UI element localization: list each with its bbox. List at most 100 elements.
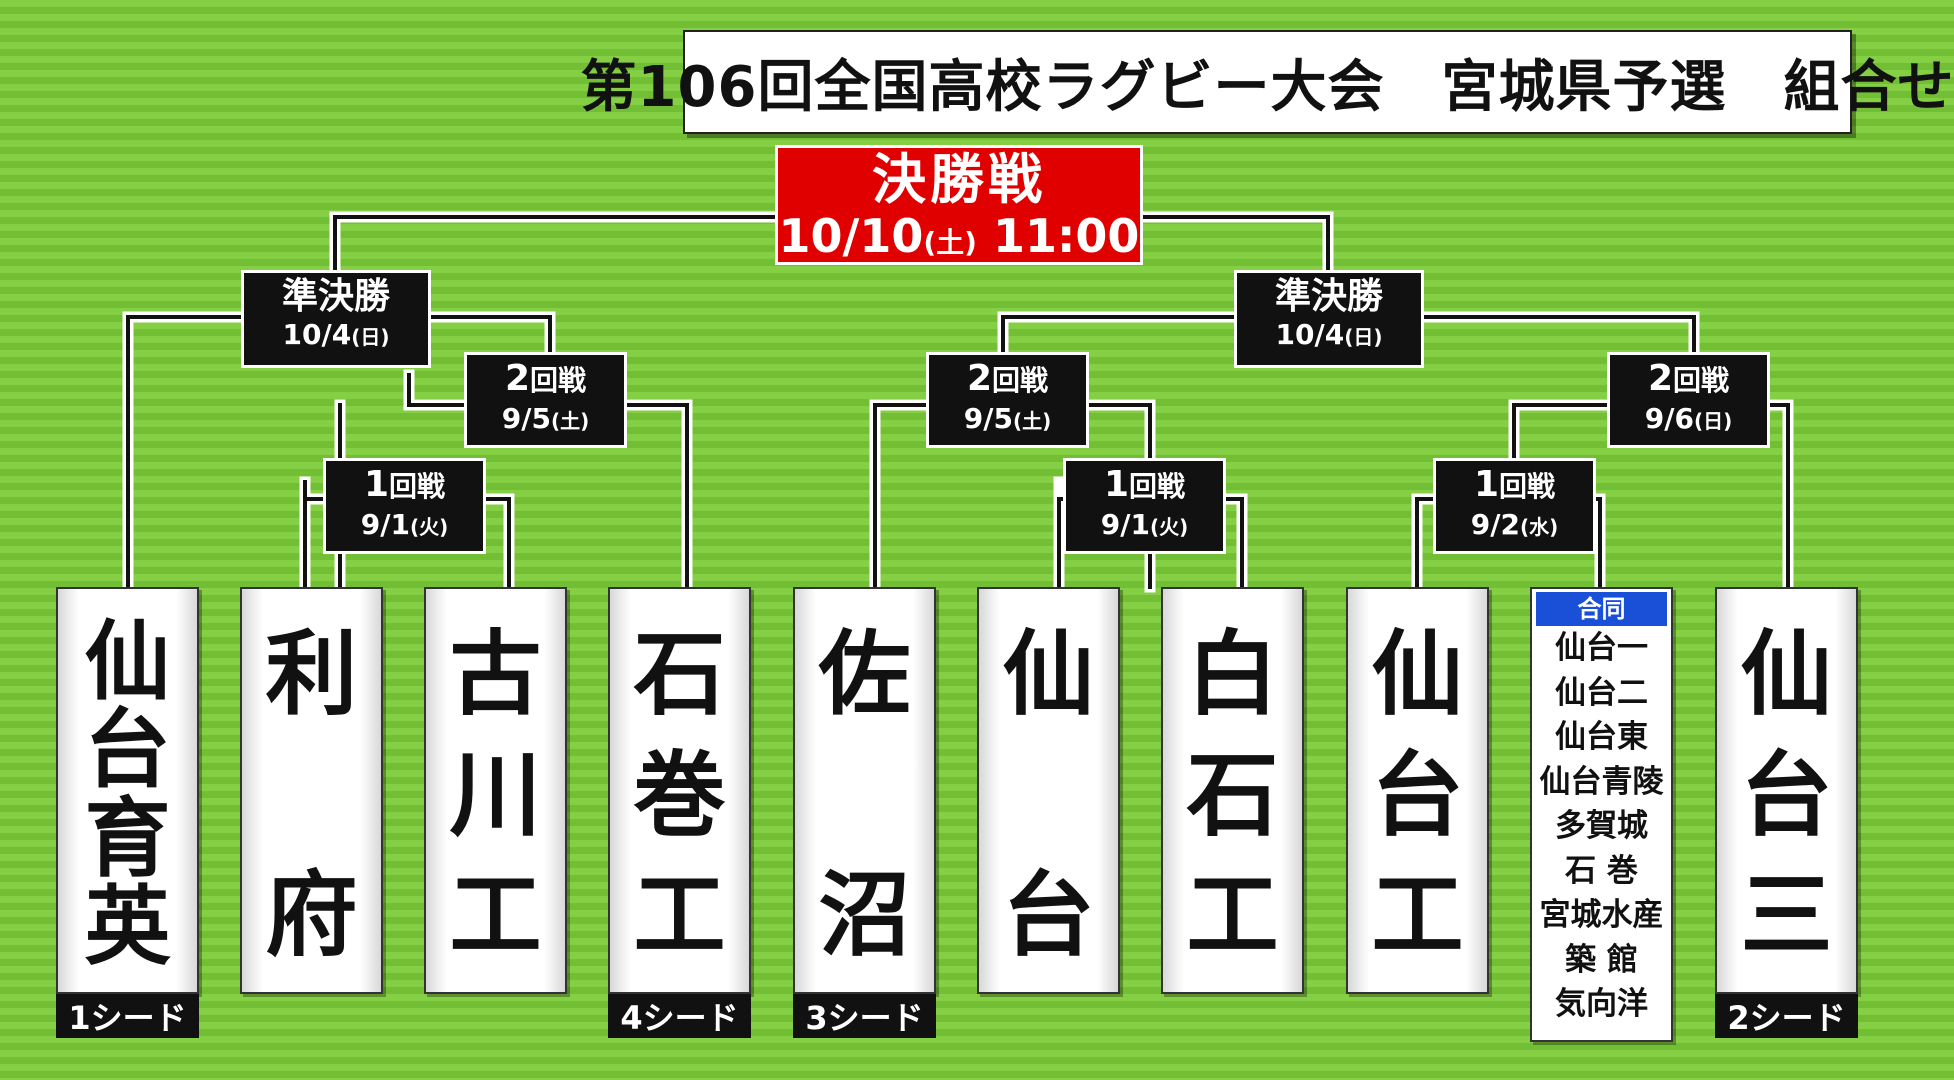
round-suffix: 回戦 — [1673, 364, 1730, 397]
team-card-sendai-ko: 仙 台 工 — [1346, 587, 1489, 994]
round-date: 9/1(火) — [1066, 509, 1223, 543]
round-date: 9/5(土) — [467, 403, 624, 437]
round2-c-box: 2回戦 9/6(日) — [1607, 352, 1770, 448]
team-name-char: 仙 — [1002, 621, 1095, 728]
team-name-char: 沼 — [818, 862, 911, 969]
final-dow: (土) — [923, 226, 977, 259]
round-dow: (日) — [351, 325, 390, 349]
team-card-sendai-san: 仙 台 三 — [1715, 587, 1858, 994]
team-name-char: 三 — [1740, 862, 1833, 969]
round-date-value: 9/2 — [1470, 508, 1520, 541]
team-name-char: 工 — [1186, 862, 1279, 969]
final-datetime: 10/10(土) 11:00 — [778, 210, 1140, 269]
round-number: 1 — [363, 464, 390, 505]
round-label: 準決勝 — [1274, 276, 1383, 317]
team-name-char: 仙 — [1371, 621, 1464, 728]
round-label: 2回戦 — [929, 357, 1086, 403]
team-name-char: 英 — [84, 876, 171, 977]
round-label: 1回戦 — [1066, 463, 1223, 509]
team-name-char: 古 — [449, 621, 542, 728]
round2-a-box: 2回戦 9/5(土) — [464, 352, 627, 448]
final-date: 10/10 — [778, 209, 924, 263]
semifinal-left-box: 準決勝 10/4(日) — [241, 270, 431, 368]
round-date-value: 9/1 — [1100, 508, 1150, 541]
final-time: 11:00 — [993, 209, 1140, 263]
joint-team-member: 石 巻 — [1565, 852, 1638, 889]
final-label: 決勝戦 — [872, 148, 1046, 211]
team-name-char: 育 — [84, 788, 171, 889]
round-suffix: 回戦 — [1499, 470, 1556, 503]
round-suffix: 回戦 — [530, 364, 587, 397]
round-suffix: 回戦 — [1129, 470, 1186, 503]
team-name-char: 石 — [633, 621, 726, 728]
round-date: 9/2(水) — [1436, 509, 1593, 543]
round-date: 9/6(日) — [1610, 403, 1767, 437]
round-date-value: 9/5 — [501, 402, 551, 435]
round-dow: (土) — [1012, 409, 1052, 433]
joint-team-card: 合同 仙台一 仙台二 仙台東 仙台青陵 多賀城 石 巻 宮城水産 築 館 気向洋 — [1530, 587, 1673, 1042]
round2-b-box: 2回戦 9/5(土) — [926, 352, 1089, 448]
round-number: 1 — [1103, 464, 1130, 505]
round-suffix: 回戦 — [389, 470, 446, 503]
round-label: 1回戦 — [1436, 463, 1593, 509]
round-label: 2回戦 — [467, 357, 624, 403]
team-name-char: 工 — [449, 862, 542, 969]
round-suffix: 回戦 — [992, 364, 1049, 397]
team-name-char: 工 — [1371, 862, 1464, 969]
round-label: 2回戦 — [1610, 357, 1767, 403]
joint-team-member: 気向洋 — [1555, 986, 1648, 1022]
seed-badge: 3シード — [793, 994, 936, 1038]
round-dow: (水) — [1519, 515, 1559, 539]
team-name-char: 巻 — [633, 741, 726, 849]
joint-team-member: 仙台東 — [1555, 719, 1648, 755]
round-number: 2 — [504, 358, 531, 399]
team-name-char: 台 — [84, 700, 171, 801]
team-card-rifu: 利 府 — [240, 587, 383, 994]
joint-team-badge: 合同 — [1536, 592, 1667, 626]
joint-team-member: 仙台一 — [1555, 630, 1648, 666]
page-title: 第106回全国高校ラグビー大会 宮城県予選 組合せ — [581, 30, 1953, 134]
round-date-value: 9/5 — [963, 402, 1013, 435]
round-dow: (日) — [1344, 325, 1383, 349]
round-date: 9/1(火) — [326, 509, 483, 543]
team-name-char: 川 — [449, 741, 542, 849]
team-name-char: 工 — [633, 862, 726, 969]
round-dow: (土) — [550, 409, 590, 433]
joint-team-member: 多賀城 — [1555, 808, 1648, 844]
team-name-char: 利 — [265, 621, 358, 728]
round-number: 2 — [966, 358, 993, 399]
team-name-char: 台 — [1371, 741, 1464, 849]
round-label: 準決勝 — [281, 276, 390, 317]
seed-badge: 1シード — [56, 994, 199, 1038]
team-name-char: 石 — [1186, 741, 1279, 849]
team-name-char: 台 — [1002, 862, 1095, 969]
round-dow: (日) — [1693, 409, 1733, 433]
round-date: 10/4(日) — [244, 319, 428, 353]
seed-badge: 2シード — [1715, 994, 1858, 1038]
round-dow: (火) — [1149, 515, 1189, 539]
team-card-sendai-ikuei: 仙 台 育 英 — [56, 587, 199, 994]
round-date: 9/5(土) — [929, 403, 1086, 437]
joint-team-member: 宮城水産 — [1539, 897, 1664, 933]
final-match-box: 決勝戦 10/10(土) 11:00 — [775, 145, 1143, 265]
joint-team-member: 築 館 — [1565, 941, 1638, 978]
round-date-value: 9/1 — [360, 508, 410, 541]
team-name-char: 仙 — [84, 612, 171, 712]
team-card-ishinomaki-ko: 石 巻 工 — [608, 587, 751, 994]
round1-c-box: 1回戦 9/2(水) — [1433, 458, 1596, 554]
team-card-sendai: 仙 台 — [977, 587, 1120, 994]
team-name-char: 白 — [1186, 621, 1279, 728]
round-label: 1回戦 — [326, 463, 483, 509]
joint-team-member: 仙台青陵 — [1539, 763, 1664, 800]
team-card-sanuma: 佐 沼 — [793, 587, 936, 994]
round-date-value: 9/6 — [1644, 402, 1694, 435]
round-number: 2 — [1647, 358, 1674, 399]
semifinal-right-box: 準決勝 10/4(日) — [1234, 270, 1424, 368]
team-card-furukawa-ko: 古 川 工 — [424, 587, 567, 994]
round-date: 10/4(日) — [1237, 319, 1421, 353]
team-card-shiroishi-ko: 白 石 工 — [1161, 587, 1304, 994]
round1-b-box: 1回戦 9/1(火) — [1063, 458, 1226, 554]
round-number: 1 — [1473, 464, 1500, 505]
round-date-value: 10/4 — [1275, 318, 1345, 351]
seed-badge: 4シード — [608, 994, 751, 1038]
